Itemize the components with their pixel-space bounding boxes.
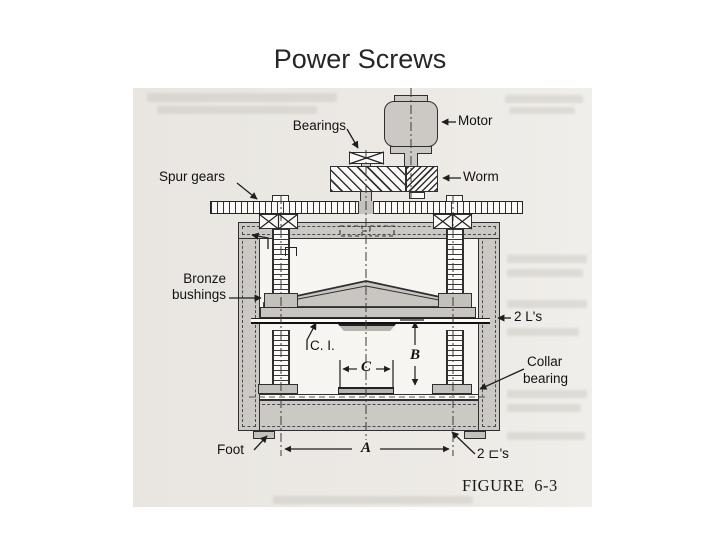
label-bronze-bushings-line2: bushings [171,287,226,302]
ghost-row [507,255,587,263]
foot-right [464,431,486,439]
base-top-plate [248,394,490,400]
worm-end-nub [409,192,425,199]
ghost-row [273,496,473,504]
power-screw-left-lower [272,330,290,384]
crosshead-pad [338,324,396,331]
worm [406,166,438,192]
screw-bearing-left [259,214,298,229]
section-symbol [285,247,297,256]
screw-bearing-right [433,214,472,229]
frame-column-right [478,222,500,431]
label-collar-bearing-line2: bearing [523,371,569,386]
worm-wheel [330,166,406,192]
ghost-row [507,404,581,412]
crosshead-rail [251,318,490,324]
label-collar-bearing-line1: Collar [527,354,563,369]
dimension-a-label: A [360,440,371,456]
label-two-channels: 2 ⊏'s [477,446,509,461]
ghost-row [507,390,587,398]
ghost-row [157,106,317,114]
power-screw-right-upper [446,229,464,293]
label-bearings: Bearings [292,118,346,133]
label-two-angles: 2 L's [514,309,543,324]
ghost-row [147,93,337,102]
gear-hub-left [272,195,289,202]
top-bearing [349,152,384,164]
figure-caption: FIGURE 6-3 [462,476,558,495]
gear-center-hub [358,201,374,214]
motor-body [384,101,438,147]
base-pad [338,387,394,394]
slide-title: Power Screws [273,44,447,74]
foot-left [253,431,275,439]
power-screw-right-lower [446,330,464,384]
ghost-row [507,432,585,440]
label-cast-iron: C. I. [310,338,335,353]
motor-shaft [404,153,418,167]
collar-bearing-right [432,384,472,394]
label-bronze-bushings-line1: Bronze [183,271,226,286]
ghost-row [507,269,583,277]
frame-column-left [238,222,260,431]
gear-hub-right [446,195,463,202]
crosshead-plate [260,307,476,318]
label-spur-gears: Spur gears [159,169,226,184]
label-motor: Motor [458,113,493,128]
label-foot: Foot [217,442,245,457]
ghost-row [509,107,575,114]
figure-scan: Bearings Motor Worm Spur gears Bronze bu… [133,88,592,507]
ghost-row [507,328,579,336]
base-channels [238,400,500,431]
ghost-row [507,300,587,308]
dimension-c-label: C [360,359,371,375]
label-worm: Worm [463,169,499,184]
collar-bearing-left [258,384,298,394]
ghost-text-artifacts [133,88,592,507]
ghost-row [505,95,583,103]
dimension-b-label: B [409,347,420,363]
